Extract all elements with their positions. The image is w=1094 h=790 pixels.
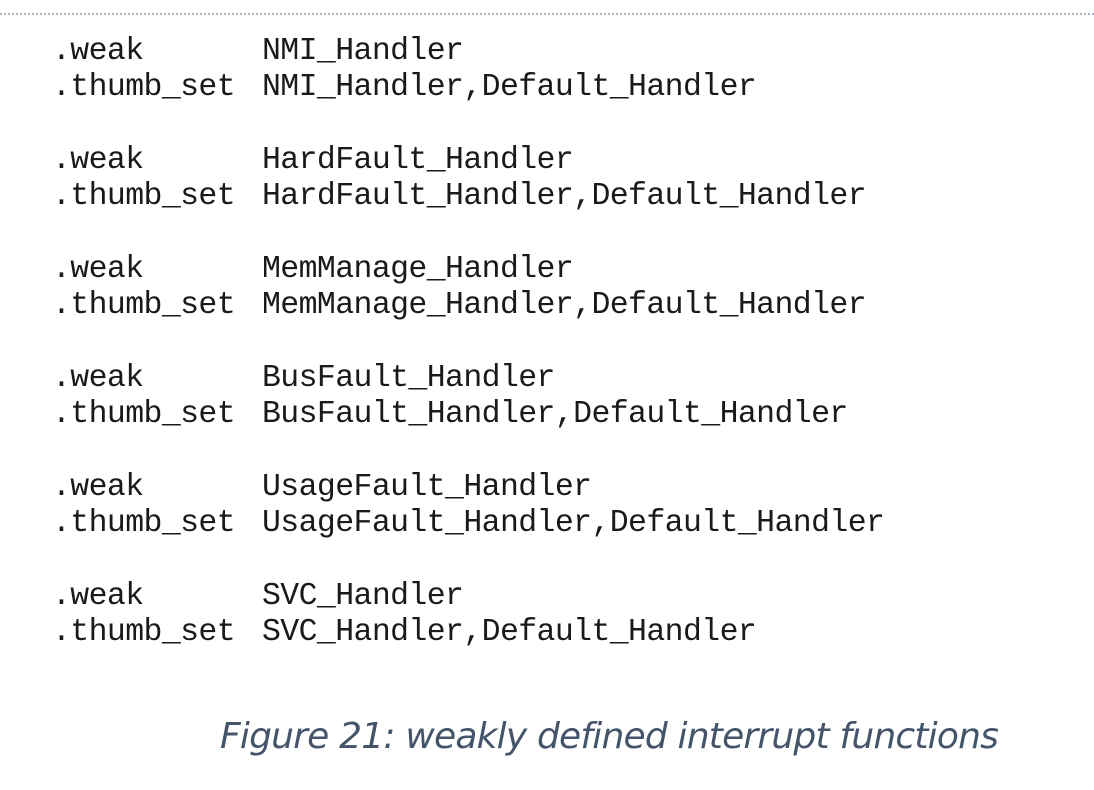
directive-thumb-set: .thumb_set (52, 288, 236, 323)
directive-thumb-set: .thumb_set (52, 179, 236, 214)
code-line-weak: .weak UsageFault_Handler (52, 470, 1052, 506)
code-line-weak: .weak HardFault_Handler (52, 143, 1052, 179)
code-line-weak: .weak BusFault_Handler (52, 361, 1052, 397)
code-group-usagefault: .weak UsageFault_Handler .thumb_set UsageF… (52, 470, 1052, 542)
directive-weak: .weak (52, 252, 144, 287)
directive-weak: .weak (52, 361, 144, 396)
directive-thumb-set: .thumb_set (52, 615, 236, 650)
code-group-hardfault: .weak HardFault_Handler .thumb_set HardFau… (52, 143, 1052, 215)
directive-thumb-set: .thumb_set (52, 506, 236, 541)
weak-symbol: NMI_Handler (262, 34, 464, 69)
weak-symbol: HardFault_Handler (262, 143, 574, 178)
directive-weak: .weak (52, 470, 144, 505)
weak-symbol: SVC_Handler (262, 579, 464, 614)
code-group-svc: .weak SVC_Handler .thumb_set SVC_Handler,D… (52, 579, 1052, 651)
thumb-set-args: SVC_Handler,Default_Handler (262, 615, 757, 650)
weak-symbol: UsageFault_Handler (262, 470, 592, 505)
thumb-set-args: HardFault_Handler,Default_Handler (262, 179, 867, 214)
code-line-weak: .weak NMI_Handler (52, 34, 1052, 70)
directive-weak: .weak (52, 34, 144, 69)
code-listing: .weak NMI_Handler .thumb_set NMI_Handler,D… (52, 34, 1052, 688)
weak-symbol: MemManage_Handler (262, 252, 574, 287)
top-dotted-divider (0, 13, 1094, 15)
code-group-memmanage: .weak MemManage_Handler .thumb_set MemMana… (52, 252, 1052, 324)
thumb-set-args: MemManage_Handler,Default_Handler (262, 288, 867, 323)
thumb-set-args: BusFault_Handler,Default_Handler (262, 397, 848, 432)
directive-thumb-set: .thumb_set (52, 397, 236, 432)
code-group-busfault: .weak BusFault_Handler .thumb_set BusFault… (52, 361, 1052, 433)
code-line-thumb-set: .thumb_set MemManage_Handler,Default_Hand… (52, 288, 1052, 324)
figure-caption: Figure 21: weakly defined interrupt func… (220, 716, 999, 757)
weak-symbol: BusFault_Handler (262, 361, 555, 396)
code-line-thumb-set: .thumb_set BusFault_Handler,Default_Handl… (52, 397, 1052, 433)
directive-weak: .weak (52, 579, 144, 614)
code-line-weak: .weak SVC_Handler (52, 579, 1052, 615)
code-line-thumb-set: .thumb_set NMI_Handler,Default_Handler (52, 70, 1052, 106)
thumb-set-args: NMI_Handler,Default_Handler (262, 70, 757, 105)
code-line-thumb-set: .thumb_set SVC_Handler,Default_Handler (52, 615, 1052, 651)
code-line-thumb-set: .thumb_set HardFault_Handler,Default_Hand… (52, 179, 1052, 215)
code-group-nmi: .weak NMI_Handler .thumb_set NMI_Handler,D… (52, 34, 1052, 106)
thumb-set-args: UsageFault_Handler,Default_Handler (262, 506, 885, 541)
directive-weak: .weak (52, 143, 144, 178)
code-line-weak: .weak MemManage_Handler (52, 252, 1052, 288)
code-line-thumb-set: .thumb_set UsageFault_Handler,Default_Han… (52, 506, 1052, 542)
directive-thumb-set: .thumb_set (52, 70, 236, 105)
